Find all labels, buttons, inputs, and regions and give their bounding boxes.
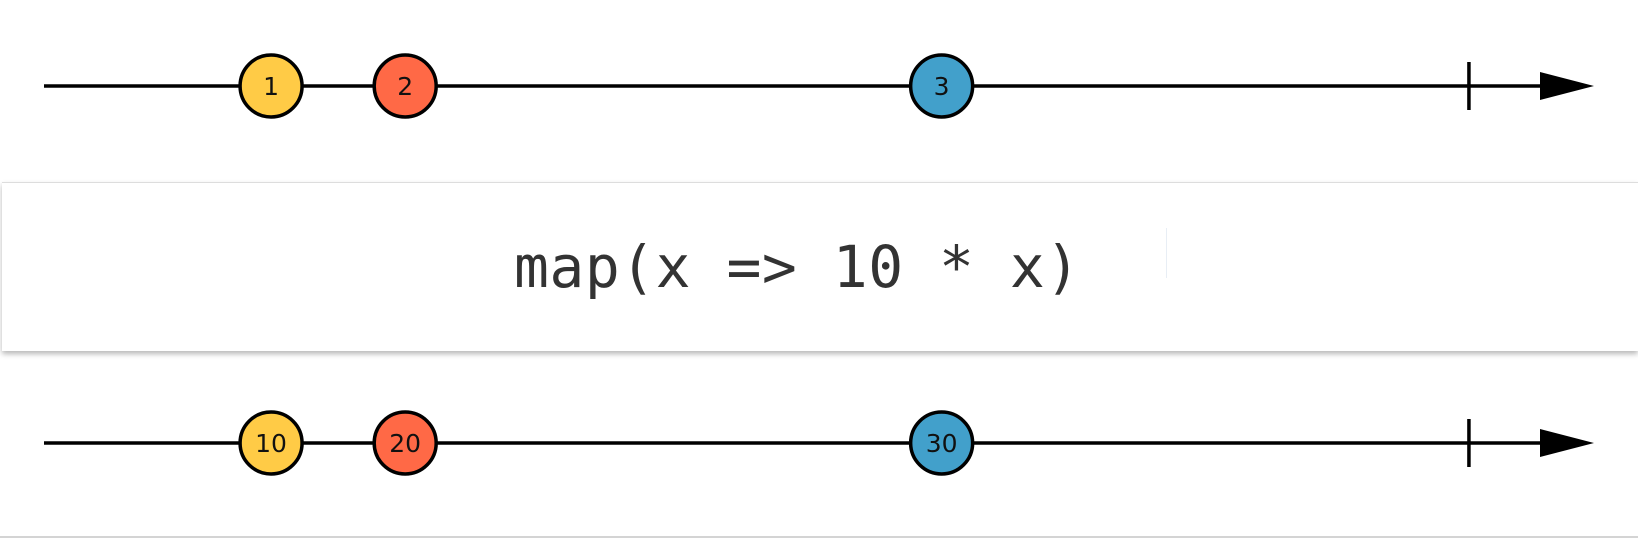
operator-label: map(x => 10 * x) — [514, 233, 1081, 301]
output-marble-circle — [238, 410, 304, 476]
output-marble-label: 30 — [926, 429, 958, 458]
output-arrow-head-icon — [1540, 429, 1594, 457]
output-timeline-svg: 10 20 30 — [44, 410, 1594, 476]
bottom-divider — [0, 536, 1638, 538]
output-marble-label: 10 — [255, 429, 287, 458]
input-marble: 1 — [238, 53, 304, 119]
input-marble-circle — [372, 53, 438, 119]
output-marble: 20 — [372, 410, 438, 476]
input-marble-circle — [908, 53, 975, 119]
input-marble-label: 3 — [934, 72, 950, 101]
input-marble: 2 — [372, 53, 438, 119]
operator-box: map(x => 10 * x) — [2, 182, 1638, 351]
output-marble-label: 20 — [389, 429, 421, 458]
output-timeline: 10 20 30 — [0, 383, 1638, 503]
output-marble: 10 — [238, 410, 304, 476]
input-arrow-head-icon — [1540, 72, 1594, 100]
input-marble-label: 1 — [263, 72, 279, 101]
input-marble-label: 2 — [397, 72, 413, 101]
output-marble-circle — [372, 410, 438, 476]
text-caret — [1166, 228, 1167, 278]
output-marble: 30 — [908, 410, 975, 476]
input-timeline-svg: 1 2 3 — [44, 53, 1594, 119]
output-marble-circle — [908, 410, 975, 476]
input-marble: 3 — [908, 53, 975, 119]
input-timeline: 1 2 3 — [0, 26, 1638, 146]
input-marble-circle — [238, 53, 304, 119]
